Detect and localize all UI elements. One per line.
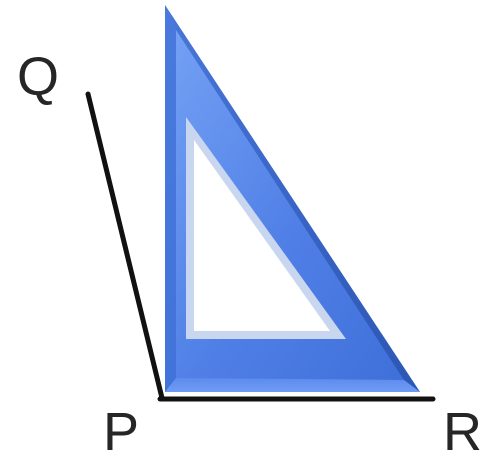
set-square-cutout xyxy=(194,140,330,331)
angle-lines xyxy=(85,91,436,402)
label-q: Q xyxy=(17,47,59,107)
set-square-bevel-left xyxy=(165,5,176,392)
set-square-bevel-bottom xyxy=(165,378,420,392)
set-square xyxy=(165,5,420,392)
line-pq xyxy=(85,91,165,401)
set-square-bevel-hypotenuse xyxy=(165,5,420,392)
label-r: R xyxy=(443,402,482,454)
label-p: P xyxy=(103,402,139,454)
